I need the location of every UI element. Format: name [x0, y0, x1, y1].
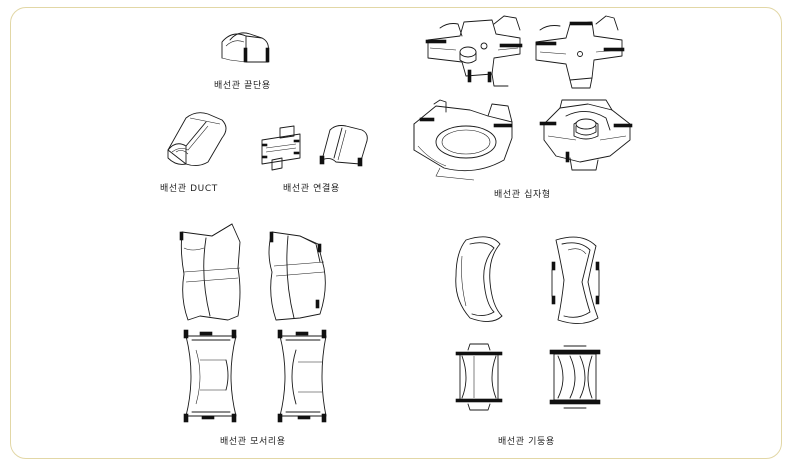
column-part-2	[551, 236, 600, 324]
caption-column: 배선관 기둥용	[498, 437, 555, 447]
cross-part-4	[539, 99, 633, 171]
end-cap-part	[221, 32, 270, 63]
corner-part-2	[268, 231, 326, 321]
cross-part-2	[535, 15, 625, 89]
corner-part-1	[179, 223, 241, 321]
caption-duct: 배선관 DUCT	[160, 184, 218, 194]
column-part-1	[455, 236, 503, 322]
corner-part-3	[183, 329, 237, 423]
caption-cross: 배선관 십자형	[494, 190, 551, 200]
caption-connector: 배선관 연결용	[283, 184, 340, 194]
duct-part	[167, 112, 227, 167]
cross-part-1	[425, 15, 523, 87]
cross-part-3	[413, 99, 513, 181]
connector-flat-part	[261, 125, 301, 171]
caption-corner: 배선관 모서리용	[220, 437, 286, 447]
content-frame	[10, 7, 782, 459]
corner-part-4	[277, 329, 327, 423]
connector-curved-part	[319, 125, 368, 167]
column-part-3	[455, 343, 503, 411]
column-part-4	[549, 345, 601, 409]
caption-end-cap: 배선관 끝단용	[214, 81, 271, 91]
